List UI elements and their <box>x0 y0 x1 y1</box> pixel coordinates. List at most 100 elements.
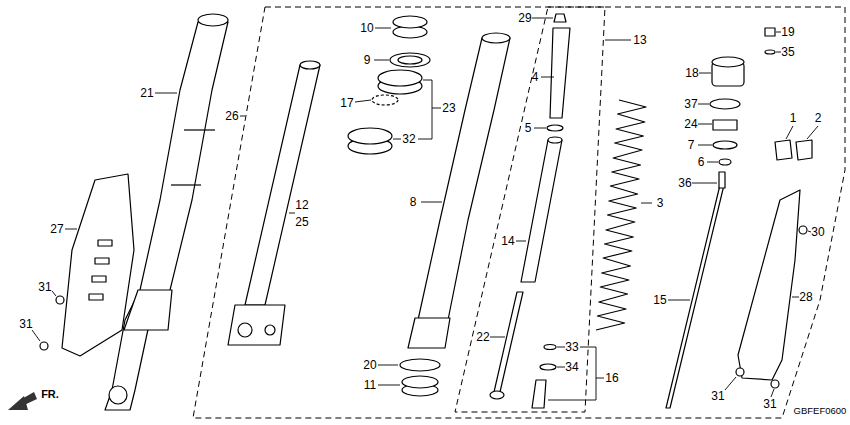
callout-number: 18 <box>685 67 698 79</box>
ring <box>400 359 440 371</box>
callout-number: 15 <box>653 294 666 306</box>
pipe <box>521 140 562 282</box>
callout-number: 32 <box>402 133 415 145</box>
leader-line <box>808 231 811 232</box>
bolt <box>40 342 48 350</box>
callout-number: 10 <box>360 22 373 34</box>
bolt <box>56 296 64 304</box>
bushing <box>402 376 438 388</box>
bolt <box>736 368 744 376</box>
washer <box>540 364 556 370</box>
leader-line <box>240 116 245 117</box>
axle-bracket <box>228 305 285 345</box>
leader-line <box>65 229 77 230</box>
leader-line <box>532 18 553 19</box>
callout-number: 25 <box>295 216 308 228</box>
fork-bolt-top <box>712 57 744 67</box>
callout-number: 35 <box>781 46 794 58</box>
leader-line <box>355 100 371 102</box>
leader-line <box>32 330 40 341</box>
leader-line <box>692 183 717 184</box>
callout-number: 13 <box>633 34 646 46</box>
callout-number: 14 <box>501 235 514 247</box>
leader-line <box>541 77 554 78</box>
leader-line <box>698 124 712 125</box>
leader-line <box>375 28 391 29</box>
leader-line <box>668 300 690 301</box>
leader-line <box>771 389 774 397</box>
damper-rod <box>666 185 724 408</box>
bushing <box>393 16 427 28</box>
callout-number: 26 <box>225 110 238 122</box>
callout-number: 11 <box>364 379 376 391</box>
nut <box>713 120 737 130</box>
washer-hole <box>398 56 422 64</box>
callout-number: 4 <box>532 71 539 83</box>
callout-number: 34 <box>565 361 578 373</box>
leader-line <box>699 73 711 74</box>
leader-line <box>807 126 818 139</box>
callout-number: 20 <box>363 359 376 371</box>
tube-end <box>482 33 510 43</box>
ring <box>719 159 731 165</box>
bracket-line <box>548 347 596 400</box>
o-ring <box>710 99 740 109</box>
damper-cover <box>550 28 570 118</box>
bolt <box>799 226 807 234</box>
leader-line <box>698 145 712 146</box>
leader-line <box>707 162 718 163</box>
leader-line <box>378 385 400 386</box>
axle-boss <box>265 325 275 335</box>
valve <box>532 380 546 408</box>
leader-line <box>725 377 736 390</box>
callout-number: 6 <box>698 156 705 168</box>
leader-line <box>432 108 441 109</box>
leader-line <box>378 365 398 366</box>
callout-number: 22 <box>476 331 489 343</box>
outer-tube <box>418 38 510 320</box>
callout-number: 33 <box>565 341 578 353</box>
callout-number: 36 <box>678 177 691 189</box>
callout-number: 30 <box>811 226 824 238</box>
leader-line <box>534 128 546 129</box>
callout-number: 17 <box>340 97 353 109</box>
guard-slot <box>92 276 106 282</box>
direction-label: FR. <box>41 389 59 400</box>
leader-line <box>557 347 565 348</box>
leader-line <box>490 337 505 338</box>
bracket-line <box>418 80 432 139</box>
inner-tube <box>245 65 320 305</box>
callout-number: 2 <box>815 112 822 124</box>
leader-line <box>641 203 652 204</box>
callout-number: 19 <box>781 26 794 38</box>
callout-number: 29 <box>518 12 531 24</box>
boot <box>408 318 450 348</box>
dust-seal <box>348 128 392 144</box>
front-arrow-head <box>8 396 28 410</box>
rod <box>494 292 523 392</box>
bolt <box>771 380 779 388</box>
guard-slot <box>95 258 109 264</box>
guard-slot <box>98 240 112 246</box>
fork-cap <box>198 14 228 26</box>
callout-number: 9 <box>364 54 371 66</box>
rod-thread <box>719 172 725 188</box>
spring <box>596 100 646 330</box>
callout-number: 31 <box>763 398 776 410</box>
callout-number: 21 <box>140 87 153 99</box>
leader-line <box>289 213 295 214</box>
callout-number: 24 <box>684 118 697 130</box>
leader-line <box>52 291 56 296</box>
leader-line <box>393 139 401 140</box>
callout-number: 28 <box>799 291 812 303</box>
leader-line <box>776 32 781 33</box>
leader-line <box>516 241 526 242</box>
callout-number: 1 <box>790 112 797 124</box>
callout-number: 12 <box>295 199 308 211</box>
bracket <box>796 140 812 160</box>
dust-boot <box>124 290 172 330</box>
fork-guard <box>62 174 134 356</box>
group-outline <box>193 7 845 418</box>
callout-number: 7 <box>688 139 695 151</box>
